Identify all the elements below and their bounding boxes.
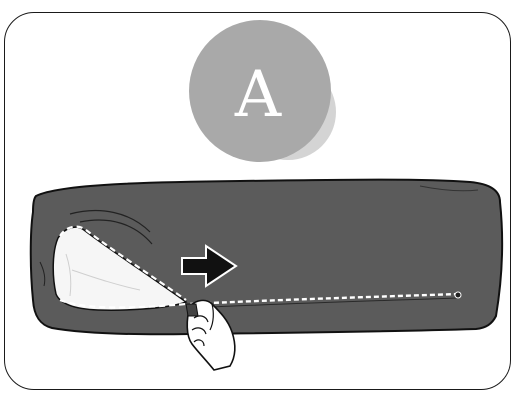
step-letter: A: [234, 58, 282, 132]
step-badge: A: [189, 20, 336, 162]
zipper-pull: [186, 304, 198, 316]
cushion-cover: [31, 180, 502, 335]
zipper-end-stop: [455, 292, 461, 298]
